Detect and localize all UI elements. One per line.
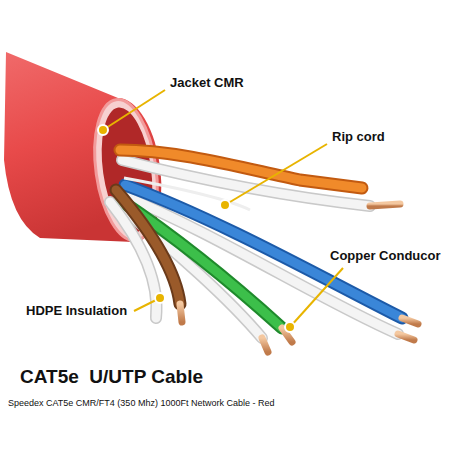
part-label: Jacket CMR	[170, 76, 244, 91]
caption: Speedex CAT5e CMR/FT4 (350 Mhz) 1000Ft N…	[8, 398, 274, 408]
part-label: Rip cord	[332, 130, 385, 145]
twisted-pairs	[110, 150, 402, 338]
leader-lines	[103, 90, 343, 327]
copper-conductors	[156, 188, 418, 352]
part-label: HDPE Insulation	[26, 304, 127, 319]
rip-cord	[124, 178, 250, 210]
cable-title: CAT5e U/UTP Cable	[20, 366, 203, 388]
part-label: Copper Conducor	[330, 249, 441, 264]
leader-dots	[98, 125, 295, 332]
